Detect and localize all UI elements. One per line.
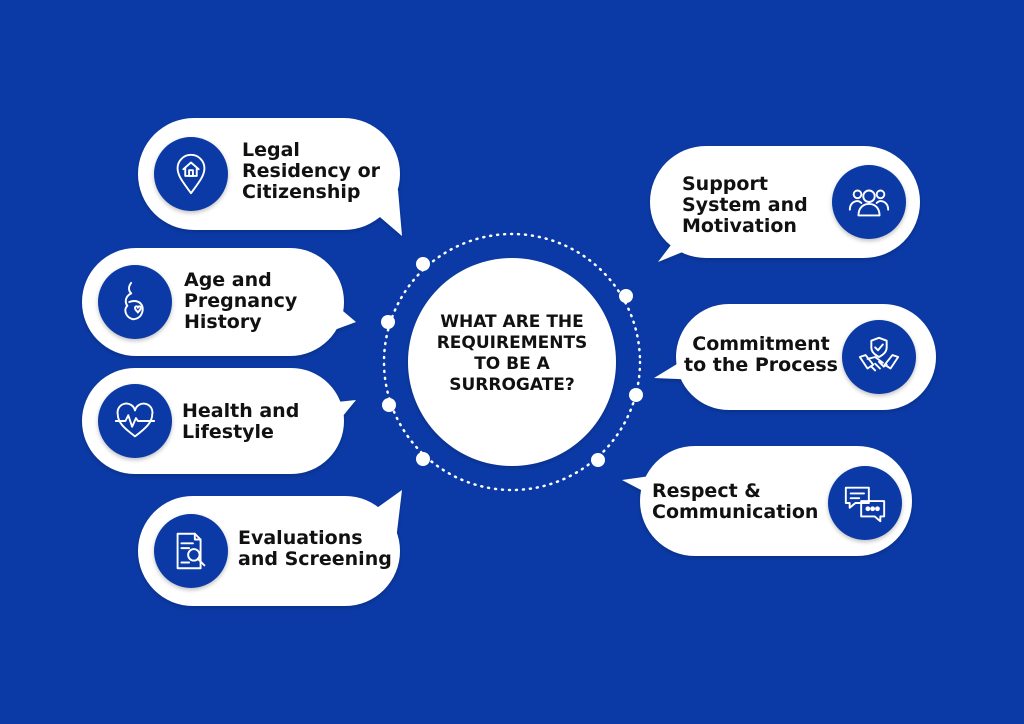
label-legal-residency: Legal Residency or Citizenship [242, 139, 381, 203]
center-dotted-ring [382, 232, 642, 492]
label-commitment: Commitment to the Process [684, 333, 838, 376]
label-age-pregnancy: Age and Pregnancy History [184, 269, 298, 333]
house-location-pin-icon [154, 137, 228, 211]
label-support-system: Support System and Motivation [682, 173, 808, 237]
ring-nodes [381, 257, 643, 467]
heart-heartbeat-icon [98, 384, 172, 458]
document-magnifier-icon [154, 514, 228, 588]
chat-bubbles-icon [828, 466, 902, 540]
label-health-lifestyle: Health and Lifestyle [182, 400, 300, 443]
pregnant-woman-icon [98, 265, 172, 339]
label-respect: Respect & Communication [652, 480, 819, 523]
handshake-shield-icon [842, 320, 916, 394]
label-evaluations: Evaluations and Screening [238, 527, 392, 570]
people-group-icon [832, 165, 906, 239]
center-title: WHAT ARE THE REQUIREMENTS TO BE A SURROG… [436, 312, 588, 395]
center-circle [408, 258, 616, 466]
